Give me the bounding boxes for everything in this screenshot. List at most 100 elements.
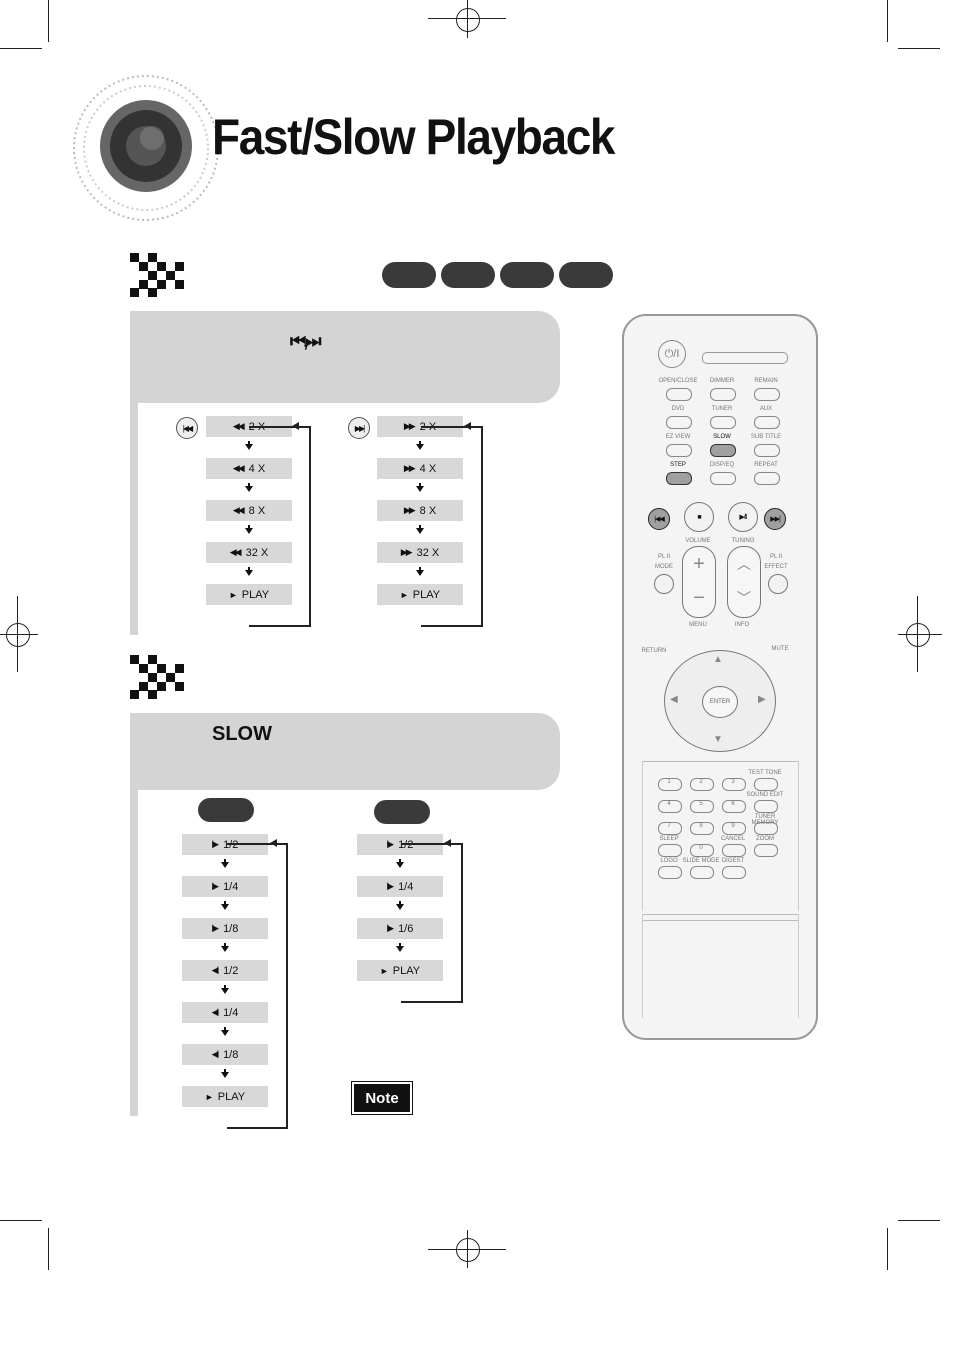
playback-speed-label: 1/4 [223, 880, 239, 893]
remote-keypad-button [754, 778, 778, 791]
playback-speed-label: 4 X [419, 462, 437, 475]
remote-button-label: OPEN/CLOSE [658, 378, 698, 384]
remote-button-label: SUB TITLE [750, 434, 782, 440]
disc-type-badge [441, 262, 495, 288]
loop-arrow-icon [292, 422, 299, 430]
remote-number-key: 7 [667, 823, 671, 829]
registration-mark [17, 596, 18, 672]
playback-speed-step: I▶1/8 [182, 918, 268, 939]
remote-vertical-line [798, 914, 799, 1018]
remote-number-key: 4 [667, 801, 671, 807]
playback-speed-step: ►PLAY [206, 584, 292, 605]
playback-direction-icon: ◀◀ [232, 505, 245, 515]
remote-button-label: DVD [671, 406, 685, 412]
remote-keypad-button [690, 822, 714, 835]
crop-mark [0, 1220, 42, 1221]
crop-mark [0, 48, 42, 49]
remote-button-label: STEP [670, 462, 686, 468]
playback-direction-icon: ◀◀ [232, 463, 245, 473]
remote-keypad-button [690, 778, 714, 791]
remote-button [710, 388, 736, 401]
remote-number-key: 0 [699, 845, 703, 851]
down-arrow-icon [245, 483, 253, 492]
enter-button: ENTER [702, 686, 738, 718]
down-arrow-icon [396, 859, 404, 868]
effect-button [768, 574, 788, 594]
remote-button-label: LOGO [660, 858, 678, 864]
playback-speed-step: ►PLAY [357, 960, 443, 981]
registration-mark [456, 1238, 480, 1262]
remote-button-label: SLOW [713, 434, 731, 440]
playback-speed-step: ◀◀8 X [206, 500, 292, 521]
playback-speed-label: PLAY [241, 588, 270, 601]
disc-type-badge [559, 262, 613, 288]
remote-button [754, 444, 780, 457]
loop-arrow-icon [444, 839, 451, 847]
remote-lower-divider [642, 761, 798, 762]
mode-label: MODE [655, 564, 673, 570]
down-arrow-icon [221, 1027, 229, 1036]
remote-number-key: 6 [731, 801, 735, 807]
volume-rocker: +− [682, 546, 716, 618]
remote-button-label: AUX [759, 406, 773, 412]
slow-panel-sidebar [130, 790, 138, 1116]
remote-keypad-button [690, 800, 714, 813]
remote-button-label: TUNER MEMORY [751, 814, 779, 826]
playback-speed-label: 1/4 [223, 1006, 239, 1019]
playback-speed-step: ▶▶32 X [377, 542, 463, 563]
remote-keypad-button [658, 800, 682, 813]
section-bullet-icon [130, 655, 184, 699]
remote-lower-divider [642, 914, 798, 921]
loop-back-line [401, 843, 463, 1003]
playback-speed-step: ◀◀32 X [206, 542, 292, 563]
down-arrow-icon [245, 525, 253, 534]
section-bullet-icon [130, 253, 184, 297]
remote-button [666, 444, 692, 457]
playback-speed-label: 32 X [416, 546, 440, 559]
remote-keypad-button [754, 822, 778, 835]
remote-vertical-line [642, 761, 643, 911]
remote-keypad-button [658, 822, 682, 835]
registration-mark [0, 634, 38, 635]
playback-direction-icon: I▶ [386, 923, 395, 933]
remote-number-key: 3 [731, 779, 735, 785]
remote-keypad-button [658, 778, 682, 791]
remote-button-label: REPEAT [754, 462, 778, 468]
slow-instruction-panel [130, 713, 560, 790]
remote-button [710, 444, 736, 457]
remote-keypad-button [722, 800, 746, 813]
loop-back-line [227, 843, 288, 1129]
playback-direction-icon: I▶ [211, 839, 220, 849]
loop-arrow-icon [270, 839, 277, 847]
remote-button-label: TEST TONE [748, 770, 782, 776]
playback-speed-label: 1/2 [223, 964, 239, 977]
registration-mark [467, 1230, 468, 1268]
playback-direction-icon: ▶▶ [403, 505, 416, 515]
playback-direction-icon: ► [204, 1091, 214, 1102]
tuning-rocker: ︿﹀ [727, 546, 761, 618]
playback-speed-step: I▶1/4 [357, 876, 443, 897]
disc-type-badge [500, 262, 554, 288]
crop-mark [887, 0, 888, 42]
skip-forward-icon: ▶▶| [348, 417, 370, 439]
effect-label: EFFECT [764, 564, 788, 570]
playback-direction-icon: ◀◀ [229, 547, 242, 557]
fast-panel-sidebar [130, 403, 138, 635]
registration-mark [456, 8, 480, 32]
up-arrow-icon: ▲ [713, 654, 723, 665]
playback-speed-label: PLAY [217, 1090, 246, 1103]
remote-keypad-button [722, 822, 746, 835]
remote-button-label: SLIDE MODE [682, 858, 720, 864]
mode-button [654, 574, 674, 594]
playback-direction-icon: ◀I [211, 1007, 220, 1017]
stop-icon: ■ [684, 502, 714, 532]
playback-speed-step: I▶1/4 [182, 876, 268, 897]
remote-button-label: DISP/EQ [709, 462, 735, 468]
remote-display-window [702, 352, 788, 364]
crop-mark [48, 1228, 49, 1270]
skip-forward-icon: ▶▶| [764, 508, 786, 530]
down-arrow-icon [245, 441, 253, 450]
playback-direction-icon: ▶▶ [403, 463, 416, 473]
playback-speed-step: ◀◀4 X [206, 458, 292, 479]
